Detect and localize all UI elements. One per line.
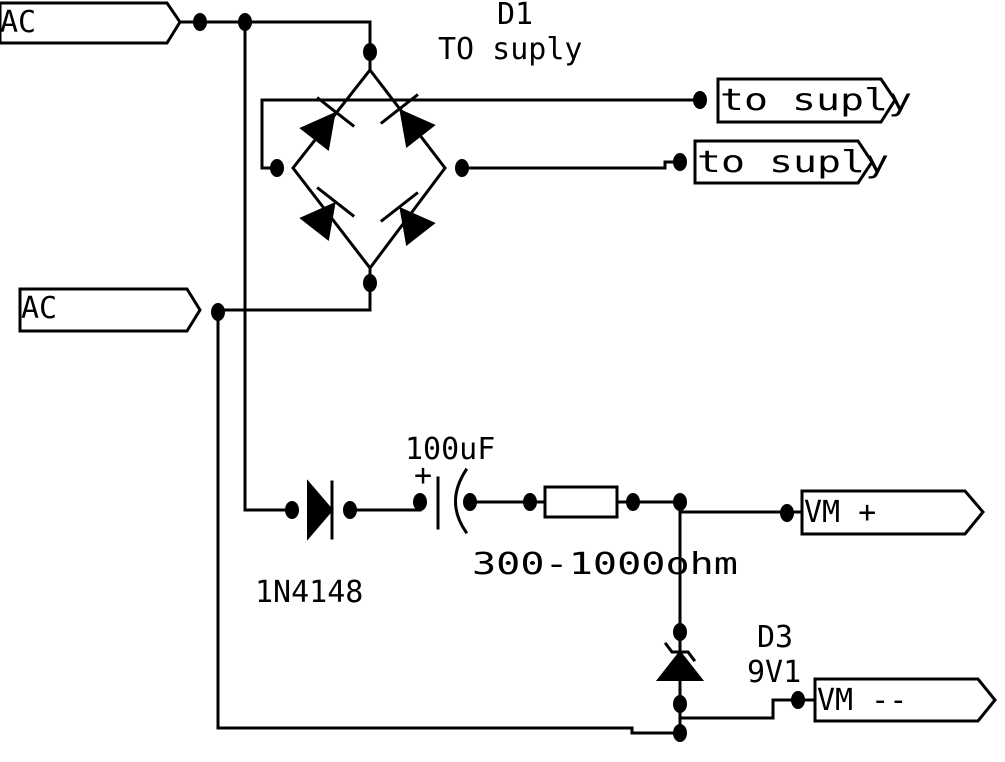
zener-value-label: 9V1	[747, 655, 801, 690]
junction-dot	[673, 153, 687, 171]
junction-dot	[455, 159, 469, 177]
bridge-value-label: TO suply	[438, 32, 583, 67]
port-vm-plus	[800, 489, 985, 536]
junction-dot	[673, 623, 687, 641]
junction-dot	[626, 493, 640, 511]
port-to-suply-2	[693, 139, 874, 185]
junction-dot	[791, 691, 805, 709]
junction-dots	[193, 13, 805, 742]
bridge-ref-label: D1	[497, 0, 533, 32]
capacitor-plate-negative	[454, 467, 469, 535]
junction-dot	[363, 43, 377, 61]
junction-dot	[413, 493, 427, 511]
port-ac-mid	[18, 287, 202, 333]
bridge-diode-top-left	[299, 96, 356, 152]
junction-dot	[238, 13, 252, 31]
wires	[178, 20, 817, 735]
junction-dot	[673, 493, 687, 511]
port-vm-plus-label: VM +	[804, 495, 876, 530]
junction-dot	[463, 493, 477, 511]
junction-dot	[211, 303, 225, 321]
junction-dot	[673, 695, 687, 713]
port-to-suply-1	[716, 77, 897, 124]
junction-dot	[523, 493, 537, 511]
bridge-diode-bottom-left	[299, 186, 356, 242]
wire-ac-mid-return	[216, 308, 682, 735]
zener-ref-label: D3	[757, 620, 793, 655]
resistor-body	[543, 485, 619, 519]
diode-1n4148	[307, 479, 334, 541]
port-to-suply-2-label: to suply	[697, 145, 889, 180]
wire-bridge-right-out	[460, 160, 682, 170]
wire-bridge-bottom	[216, 266, 372, 312]
junction-dot	[363, 274, 377, 292]
diode-triangle	[307, 479, 334, 541]
resistor-value-label: 300-1000ohm	[472, 547, 738, 582]
zener-diode-d3	[655, 630, 705, 702]
wire-ac-to-diode	[243, 20, 294, 512]
wire-bridge-left-out	[260, 98, 702, 170]
port-vm-minus-label: VM --	[817, 683, 907, 718]
junction-dot	[780, 504, 794, 522]
zener-triangle	[655, 650, 705, 681]
ports	[0, 1, 997, 723]
port-ac-top	[0, 1, 182, 45]
port-ac-mid-label: AC	[21, 291, 57, 326]
junction-dot	[343, 501, 357, 519]
port-vm-minus	[813, 677, 997, 723]
capacitor-value-label: 100uF	[405, 432, 495, 467]
labels: AC AC to suply to suply VM + VM -- D1 TO…	[0, 0, 912, 718]
wire-ac-top	[178, 20, 372, 54]
diode-value-label: 1N4148	[255, 575, 363, 610]
capacitor-polarity-label: +	[414, 458, 432, 493]
port-ac-top-label: AC	[0, 5, 36, 40]
junction-dot	[270, 159, 284, 177]
bridge-diode-bottom-right	[379, 191, 436, 247]
junction-dot	[285, 501, 299, 519]
bridge-diode-top-right	[379, 93, 436, 149]
junction-dot	[673, 724, 687, 742]
bridge-rectifier	[291, 67, 447, 271]
junction-dot	[693, 91, 707, 109]
junction-dot	[193, 13, 207, 31]
port-to-suply-1-label: to suply	[720, 83, 912, 118]
capacitor-100uf	[436, 467, 469, 535]
